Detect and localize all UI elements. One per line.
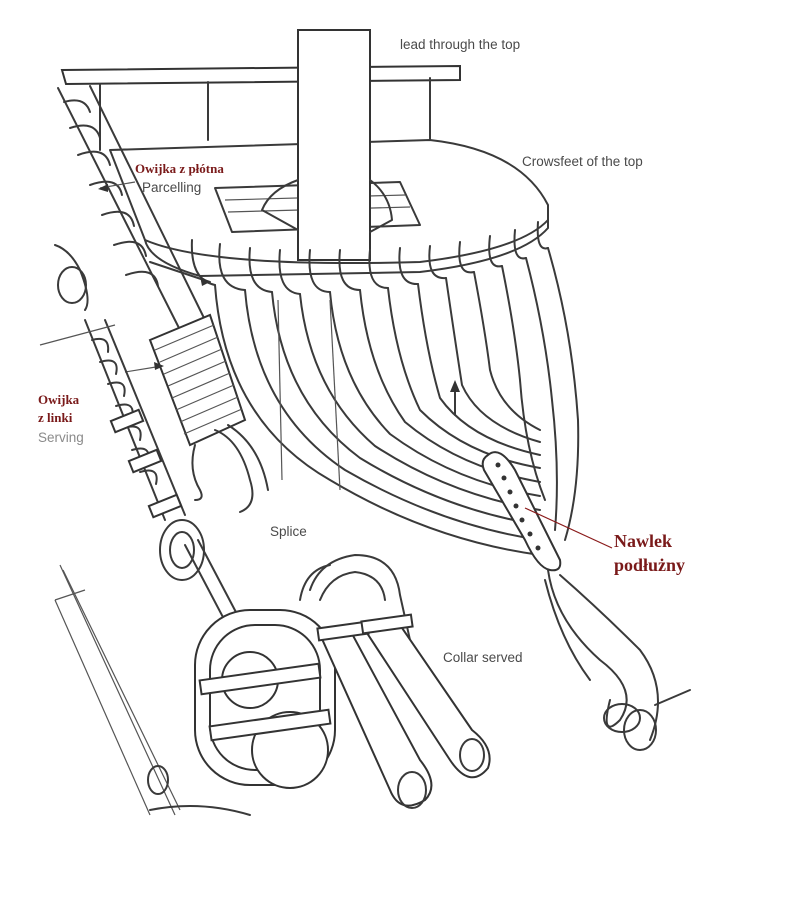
lower-shrouds [54, 564, 251, 816]
rim-hooks [149, 221, 549, 295]
mast [261, 29, 393, 261]
spliced-rope [39, 244, 205, 581]
label-serving-en: Serving [38, 430, 84, 445]
label-parcelling-en: Parcelling [142, 180, 202, 195]
label-euphroe-pl-1: Nawlek [614, 531, 672, 551]
label-parcelling-pl: Owijka z płótna [135, 161, 224, 176]
label-crowsfeet: Crowsfeet of the top [522, 154, 643, 169]
top-rail [60, 64, 461, 151]
parcelled-shroud [57, 85, 206, 331]
deadeye-assembly [184, 539, 336, 789]
crowsfeet-lines [214, 247, 580, 556]
label-serving-pl-2: z linki [38, 410, 73, 425]
label-serving-pl-1: Owijka [38, 392, 80, 407]
label-collar-served: Collar served [443, 650, 523, 665]
euphroe [481, 451, 691, 751]
label-euphroe-pl-2: podłużny [614, 555, 686, 575]
label-lead-through-top: lead through the top [400, 37, 521, 52]
label-splice: Splice [270, 524, 307, 539]
served-section [124, 313, 269, 513]
served-collar [299, 554, 491, 809]
